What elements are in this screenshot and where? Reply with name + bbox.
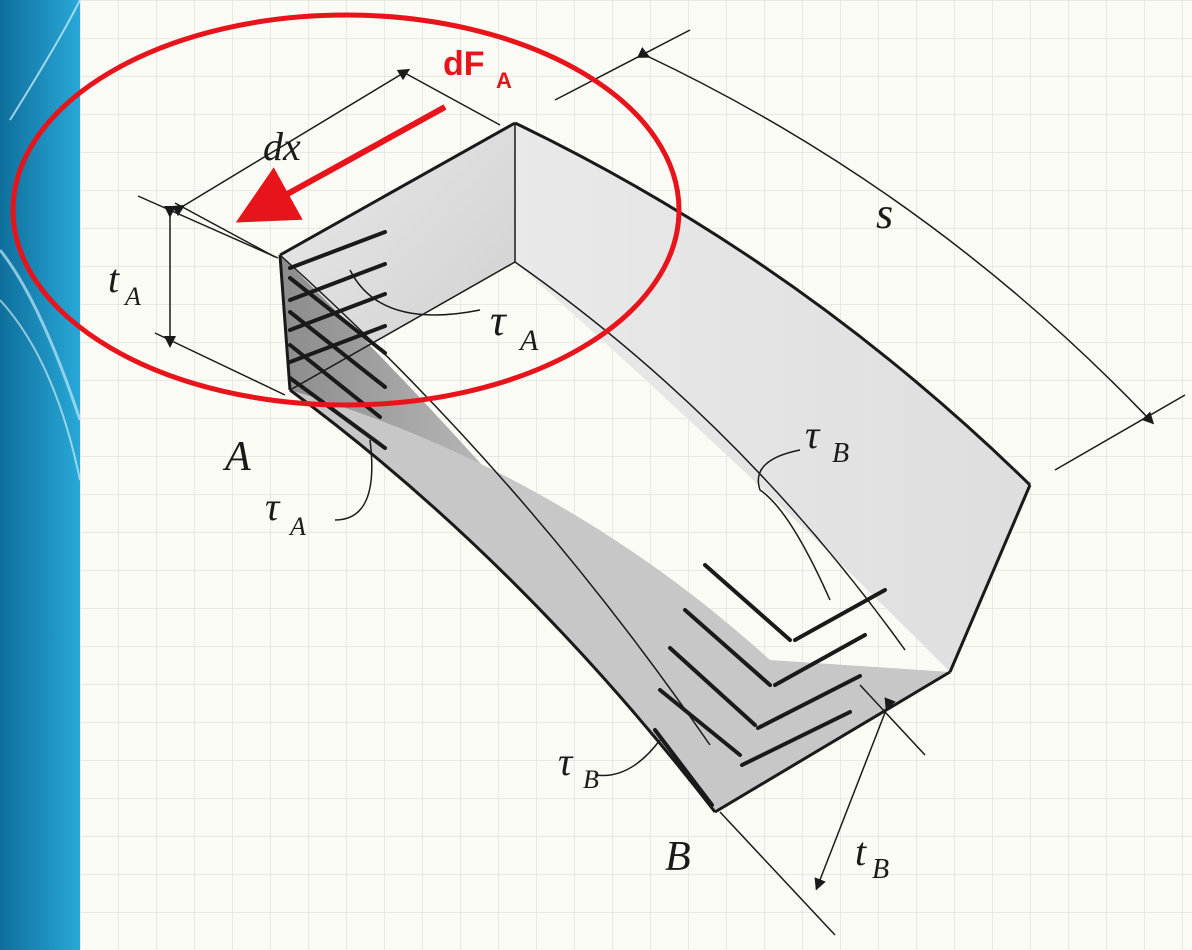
- highlight-ellipse: [10, 12, 682, 408]
- label-dFA: dF A: [443, 45, 512, 93]
- label-tauA-top: τ A: [490, 296, 539, 357]
- svg-text:A: A: [123, 282, 141, 311]
- label-tB: t B: [855, 829, 889, 885]
- dimension-tA: [137, 195, 286, 396]
- leader-lines: [334, 269, 831, 777]
- svg-text:τ: τ: [558, 739, 574, 784]
- svg-text:t: t: [855, 829, 867, 874]
- dimension-s: [554, 29, 1186, 471]
- svg-text:B: B: [872, 854, 889, 885]
- curved-element: [278, 121, 1032, 814]
- red-annotation: dF A: [10, 12, 682, 408]
- svg-text:B: B: [583, 765, 599, 794]
- svg-text:dF: dF: [443, 45, 485, 83]
- shear-lines-A: [288, 230, 387, 450]
- svg-text:A: A: [518, 324, 539, 357]
- side-decoration-band: [0, 0, 80, 950]
- label-tauA-bottom: τ A: [265, 484, 306, 541]
- svg-text:τ: τ: [490, 296, 508, 345]
- shear-lines-B: [653, 563, 887, 807]
- label-point-A: A: [222, 434, 251, 480]
- svg-text:t: t: [108, 256, 120, 301]
- label-tauB-top: τ B: [805, 412, 849, 469]
- svg-text:A: A: [496, 68, 512, 93]
- dimension-dx: [171, 68, 501, 258]
- force-arrow: [235, 104, 447, 223]
- svg-text:τ: τ: [265, 484, 281, 529]
- svg-text:B: B: [832, 438, 849, 469]
- label-s: s: [876, 189, 893, 238]
- label-tA: t A: [108, 256, 141, 311]
- dimension-tB: [719, 684, 926, 936]
- label-point-B: B: [665, 834, 691, 880]
- svg-text:A: A: [288, 512, 306, 541]
- label-tauB-bottom: τ B: [558, 739, 599, 794]
- svg-text:τ: τ: [805, 412, 821, 457]
- label-dx: dx: [263, 124, 301, 169]
